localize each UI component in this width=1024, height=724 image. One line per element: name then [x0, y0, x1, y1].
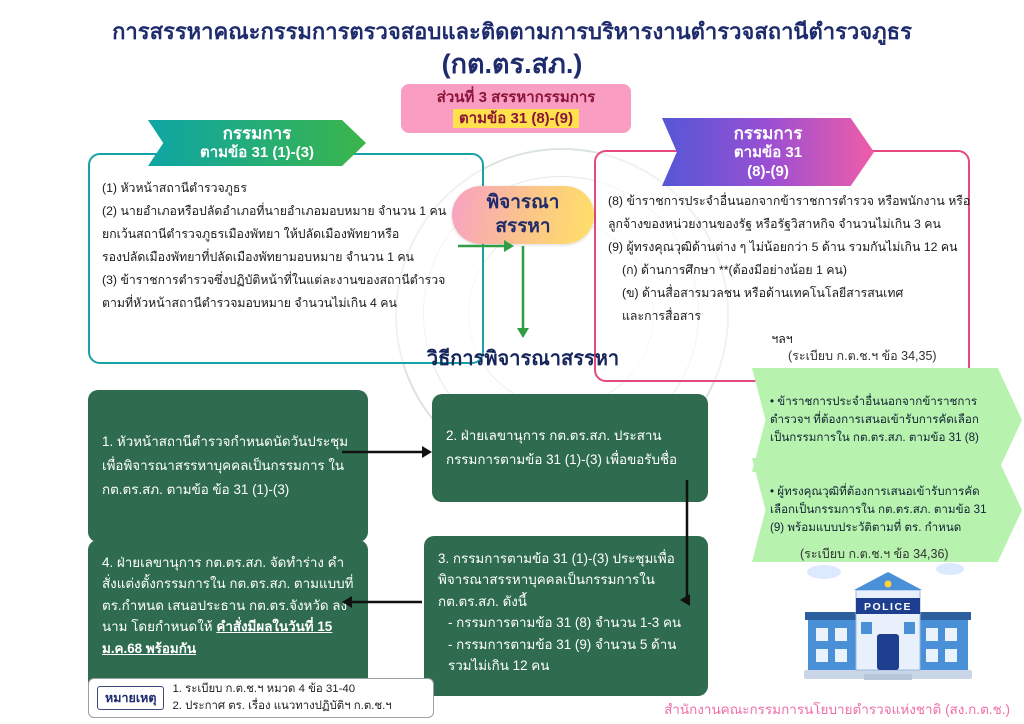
ribbon-right-line1: กรรมการ — [733, 123, 803, 143]
members-8-9-etc: ฯลฯ — [771, 332, 793, 346]
note-line-2: 2. ประกาศ ตร. เรื่อง แนวทางปฏิบัติฯ ก.ต.… — [172, 700, 392, 712]
footer-credit: สำนักงานคณะกรรมการนโยบายตำรวจแห่งชาติ (ส… — [664, 702, 1010, 717]
building-left-wing — [808, 618, 858, 670]
police-sign-text: POLICE — [864, 601, 912, 613]
step-1-text: 1. หัวหน้าสถานีตำรวจกำหนดนัดวันประชุม เพ… — [102, 433, 349, 498]
callout-clause-8: • ข้าราชการประจำอื่นนอกจากข้าราชการตำรวจ… — [752, 368, 1022, 472]
building-right-wing — [918, 618, 968, 670]
ribbon-right-line2: ตามข้อ 31 — [733, 143, 803, 161]
step-4-highlight: คำสั่งมีผลในวันที่ 15 ม.ค.68 พร้อมกัน — [102, 619, 333, 656]
step-3-text: 3. กรรมการตามข้อ 31 (1)-(3) ประชุมเพื่อ … — [438, 551, 675, 609]
step-3-item: รวมไม่เกิน 12 คน — [448, 658, 550, 674]
section-badge-line1: ส่วนที่ 3 สรรหากรรมการ — [436, 89, 596, 106]
regulation-ref-top: (ระเบียบ ก.ต.ช.ฯ ข้อ 34,35) — [788, 349, 937, 363]
ribbon-members-1-3: กรรมการ ตามข้อ 31 (1)-(3) — [148, 120, 366, 166]
building-left-roof — [805, 612, 861, 620]
cloud-icon — [936, 563, 964, 575]
cloud-icon — [807, 565, 841, 579]
window-icon — [945, 649, 957, 662]
police-station-illustration: POLICE — [804, 563, 972, 680]
regulation-ref-bottom: (ระเบียบ ก.ต.ช.ฯ ข้อ 34,36) — [800, 547, 949, 561]
members-8-9-line: (ก) ด้านการศึกษา **(ต้องมีอย่างน้อย 1 คน… — [622, 263, 848, 277]
window-icon — [835, 628, 847, 641]
step-2-box: 2. ฝ่ายเลขานุการ กต.ตร.สภ. ประสาน กรรมกา… — [432, 394, 708, 502]
step-4-text: 4. ฝ่ายเลขานุการ กต.ตร.สภ. จัดทำร่าง คำส… — [102, 555, 354, 635]
members-1-3-line: ยกเว้นสถานีตำรวจภูธรเมืองพัทยา ให้ปลัดเม… — [102, 227, 400, 241]
members-1-3-line: (1) หัวหน้าสถานีตำรวจภูธร — [102, 181, 247, 195]
window-icon — [835, 649, 847, 662]
building-right-roof — [915, 612, 971, 620]
section-badge-line2: ตามข้อ 31 (8)-(9) — [453, 108, 579, 129]
members-8-9-line: (9) ผู้ทรงคุณวุฒิด้านต่าง ๆ ไม่น้อยกว่า … — [608, 240, 958, 254]
note-lines: 1. ระเบียบ ก.ต.ช.ฯ หมวด 4 ข้อ 31-40 2. ป… — [172, 681, 391, 714]
page-subtitle: (กต.ตร.สภ.) — [441, 49, 583, 79]
window-icon — [861, 622, 872, 634]
window-icon — [904, 622, 915, 634]
members-1-3-line: ตามที่หัวหน้าสถานีตำรวจมอบหมาย จำนวนไม่เ… — [102, 296, 397, 310]
members-8-9-line: ลูกจ้างของหน่วยงานของรัฐ หรือรัฐวิสาหกิจ… — [608, 217, 941, 231]
window-icon — [926, 649, 938, 662]
note-box: หมายเหตุ 1. ระเบียบ ก.ต.ช.ฯ หมวด 4 ข้อ 3… — [88, 678, 434, 718]
ribbon-members-8-9: กรรมการ ตามข้อ 31 (8)-(9) — [662, 118, 874, 186]
ribbon-left-line1: กรรมการ — [222, 124, 292, 143]
members-8-9-line: (ข) ด้านสื่อสารมวลชน หรือด้านเทคโนโลยีสา… — [622, 286, 904, 300]
police-sign — [856, 598, 920, 614]
page-title: การสรรหาคณะกรรมการตรวจสอบและติดตามการบริ… — [112, 19, 912, 44]
note-line-1: 1. ระเบียบ ก.ต.ช.ฯ หมวด 4 ข้อ 31-40 — [172, 683, 356, 696]
members-1-3-line: รองปลัดเมืองพัทยาที่ปลัดเมืองพัทยามอบหมา… — [102, 250, 414, 264]
window-icon — [945, 628, 957, 641]
members-8-9-line: (8) ข้าราชการประจำอื่นนอกจากข้าราชการตำร… — [608, 194, 971, 208]
section-badge: ส่วนที่ 3 สรรหากรรมการ ตามข้อ 31 (8)-(9) — [401, 84, 631, 134]
step-3-item: - กรรมการตามข้อ 31 (9) จำนวน 5 ด้าน — [448, 636, 677, 652]
members-box-8-9: (8) ข้าราชการประจำอื่นนอกจากข้าราชการตำร… — [594, 150, 970, 382]
window-icon — [926, 628, 938, 641]
window-icon — [816, 649, 828, 662]
callout-clause-8-text: • ข้าราชการประจำอื่นนอกจากข้าราชการตำรวจ… — [770, 395, 979, 444]
step-2-text: 2. ฝ่ายเลขานุการ กต.ตร.สภ. ประสาน กรรมกา… — [446, 427, 678, 467]
window-icon — [816, 628, 828, 641]
note-label: หมายเหตุ — [97, 686, 165, 710]
building-steps — [864, 674, 912, 680]
ribbon-right-line3: (8)-(9) — [747, 162, 789, 180]
step-1-box: 1. หัวหน้าสถานีตำรวจกำหนดนัดวันประชุม เพ… — [88, 390, 368, 542]
door-icon — [877, 634, 899, 670]
consideration-badge: พิจารณา สรรหา — [452, 186, 594, 244]
method-title: วิธีการพิจารณาสรรหา — [426, 348, 620, 370]
consideration-badge-line2: สรรหา — [495, 216, 551, 237]
emblem-icon — [884, 580, 892, 588]
step-3-item: - กรรมการตามข้อ 31 (8) จำนวน 1-3 คน — [448, 615, 682, 631]
callout-clause-9: • ผู้ทรงคุณวุฒิที่ต้องการเสนอเข้ารับการค… — [752, 458, 1022, 562]
members-8-9-line: และการสื่อสาร — [622, 309, 701, 323]
step-3-box: 3. กรรมการตามข้อ 31 (1)-(3) ประชุมเพื่อ … — [424, 536, 708, 696]
ribbon-left-line2: ตามข้อ 31 (1)-(3) — [200, 144, 314, 162]
members-box-1-3: (1) หัวหน้าสถานีตำรวจภูธร (2) นายอำเภอหร… — [88, 153, 484, 364]
members-1-3-line: (3) ข้าราชการตำรวจซึ่งปฏิบัติหน้าที่ในแต… — [102, 273, 446, 287]
members-1-3-line: (2) นายอำเภอหรือปลัดอำเภอที่นายอำเภอมอบห… — [102, 204, 447, 218]
callout-clause-9-text: • ผู้ทรงคุณวุฒิที่ต้องการเสนอเข้ารับการค… — [770, 485, 987, 534]
consideration-badge-line1: พิจารณา — [486, 192, 560, 214]
